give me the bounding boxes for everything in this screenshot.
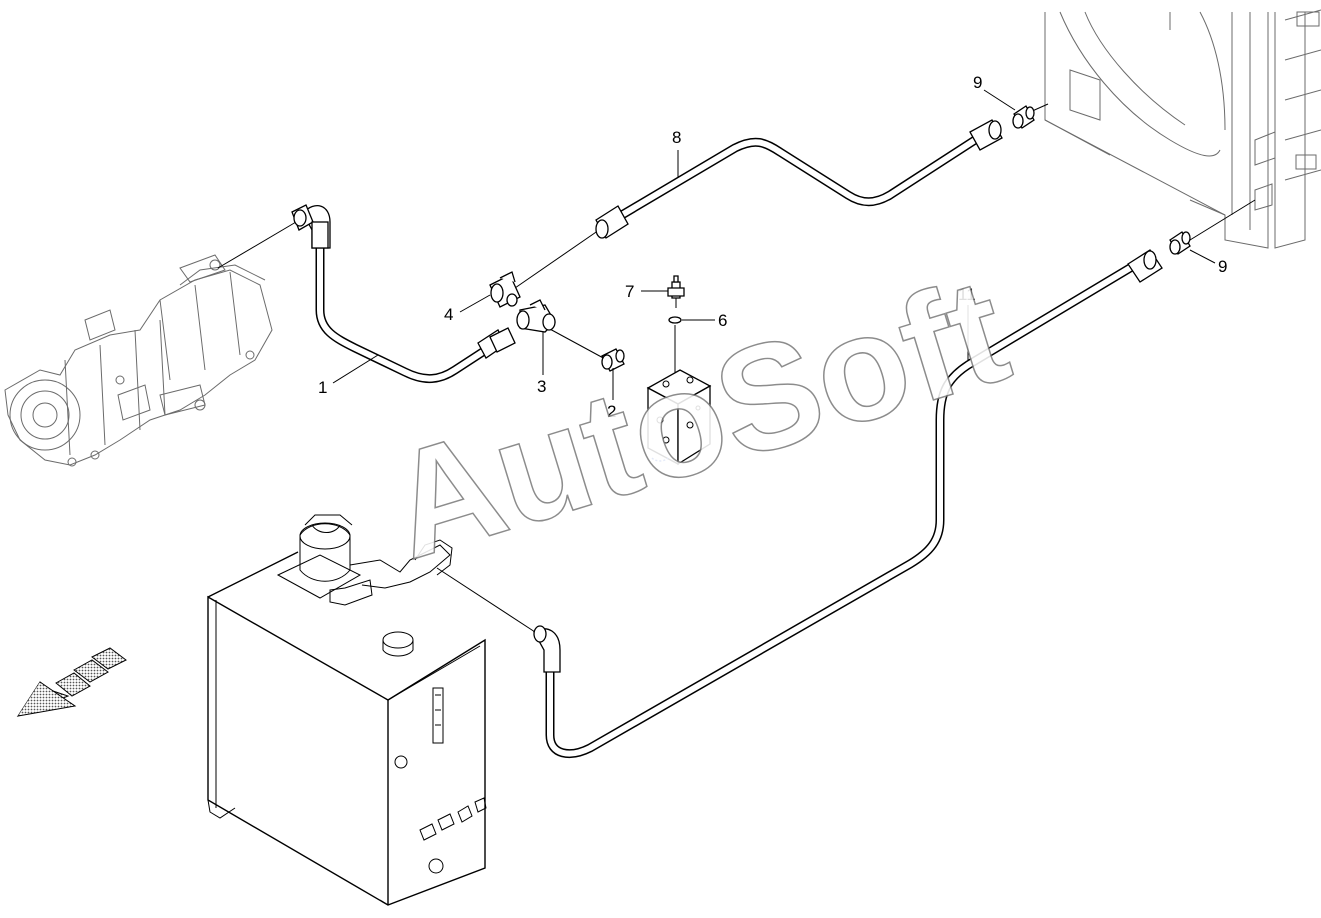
- callout-3: 3: [537, 377, 546, 396]
- hose-8: [595, 119, 1003, 239]
- valve-block: [646, 369, 712, 466]
- callout-11: 11: [958, 285, 976, 304]
- adapter-fitting-9-top: [1012, 105, 1035, 129]
- tee-fitting-3: [516, 299, 556, 333]
- callout-2: 2: [607, 402, 616, 421]
- callout-leaders: [332, 89, 1216, 400]
- hose-1: [291, 204, 516, 383]
- radiator-assembly: [1044, 9, 1321, 249]
- callout-9-right: 9: [1218, 257, 1227, 276]
- fitting-2: [601, 348, 625, 372]
- callout-4: 4: [444, 305, 453, 324]
- adapter-fitting-9-right: [1169, 231, 1191, 255]
- direction-arrow: [16, 647, 127, 718]
- callout-8: 8: [672, 128, 681, 147]
- tee-fitting-4: [489, 271, 521, 308]
- watermark: AutoSoft: [370, 245, 1025, 591]
- hydraulic-tank: [207, 514, 487, 906]
- sensor-7: [667, 275, 685, 308]
- o-ring-6: [668, 316, 682, 324]
- callout-7: 7: [625, 282, 634, 301]
- assembly-leaders: [217, 103, 1256, 633]
- hydraulic-pump-assembly: [4, 254, 273, 467]
- callout-1: 1: [318, 378, 327, 397]
- hose-11: [533, 249, 1163, 759]
- callout-6: 6: [718, 311, 727, 330]
- callout-9-top: 9: [973, 73, 982, 92]
